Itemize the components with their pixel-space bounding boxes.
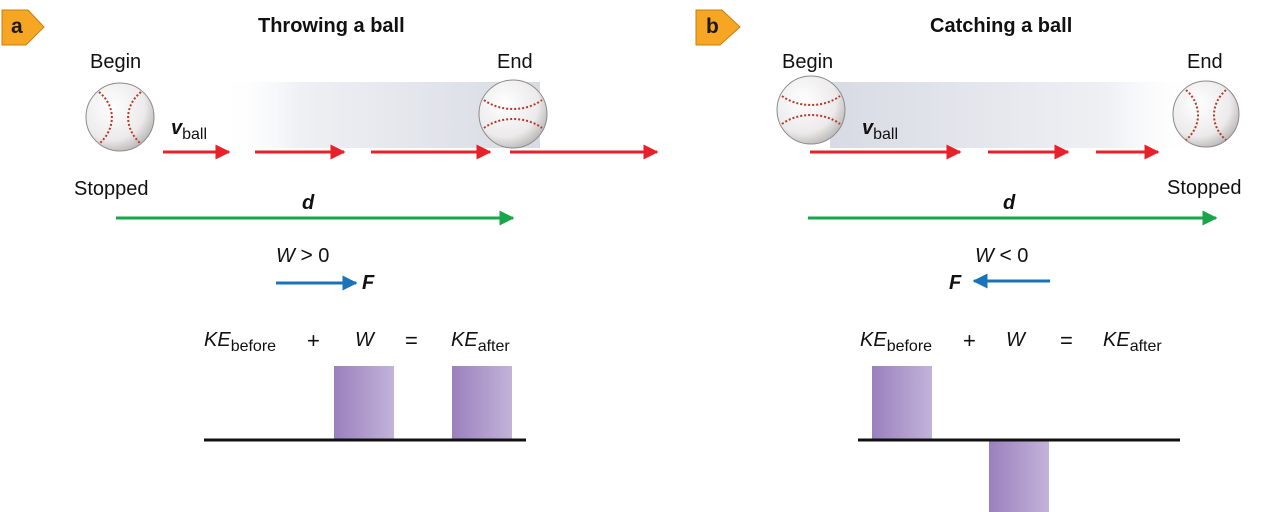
- end-label-b: End: [1187, 51, 1223, 73]
- bar-work-b: [989, 440, 1049, 512]
- baseball-end-b: [1172, 80, 1240, 148]
- panel-a-title: Throwing a ball: [258, 15, 405, 37]
- work-condition-b: W < 0: [975, 244, 1029, 267]
- motion-blur-b: [830, 82, 1200, 148]
- bar-ke-after-a: [452, 366, 512, 440]
- eq-ke-before-b: KEbefore: [860, 329, 933, 355]
- eq-work-b: W: [1006, 329, 1025, 351]
- eq-equals-a: =: [405, 328, 418, 353]
- baseball-begin-a: [85, 82, 155, 152]
- eq-equals-b: =: [1060, 328, 1073, 353]
- badge-b-shape: [695, 9, 741, 46]
- eq-work-a: W: [355, 329, 374, 351]
- velocity-label-b: vball: [862, 117, 899, 143]
- stopped-label-b: Stopped: [1167, 177, 1242, 199]
- eq-ke-after-b: KEafter: [1103, 329, 1162, 355]
- eq-plus-a: +: [307, 328, 320, 353]
- panel-b-title: Catching a ball: [930, 15, 1073, 37]
- eq-ke-before-a: KEbefore: [204, 329, 277, 355]
- panel-b: [695, 9, 1240, 512]
- begin-label-b: Begin: [782, 51, 834, 73]
- badge-a-label: a: [11, 15, 23, 38]
- begin-label-a: Begin: [90, 51, 142, 73]
- displacement-label-b: d: [1003, 192, 1016, 214]
- end-label-a: End: [497, 51, 533, 73]
- baseball-begin-b: [776, 75, 846, 145]
- panel-a: [1, 9, 659, 442]
- stopped-label-a: Stopped: [74, 178, 149, 200]
- eq-ke-after-a: KEafter: [451, 329, 510, 355]
- force-label-b: F: [949, 272, 962, 294]
- bar-ke-before-b: [872, 366, 932, 440]
- velocity-label-a: vball: [171, 117, 208, 143]
- baseball-end-a: [478, 79, 548, 149]
- work-condition-a: W > 0: [276, 244, 330, 267]
- eq-plus-b: +: [963, 328, 976, 353]
- displacement-label-a: d: [302, 192, 315, 214]
- bar-work-a: [334, 366, 394, 440]
- badge-a-shape: [1, 9, 45, 46]
- badge-b-label: b: [706, 15, 719, 38]
- force-label-a: F: [362, 272, 375, 294]
